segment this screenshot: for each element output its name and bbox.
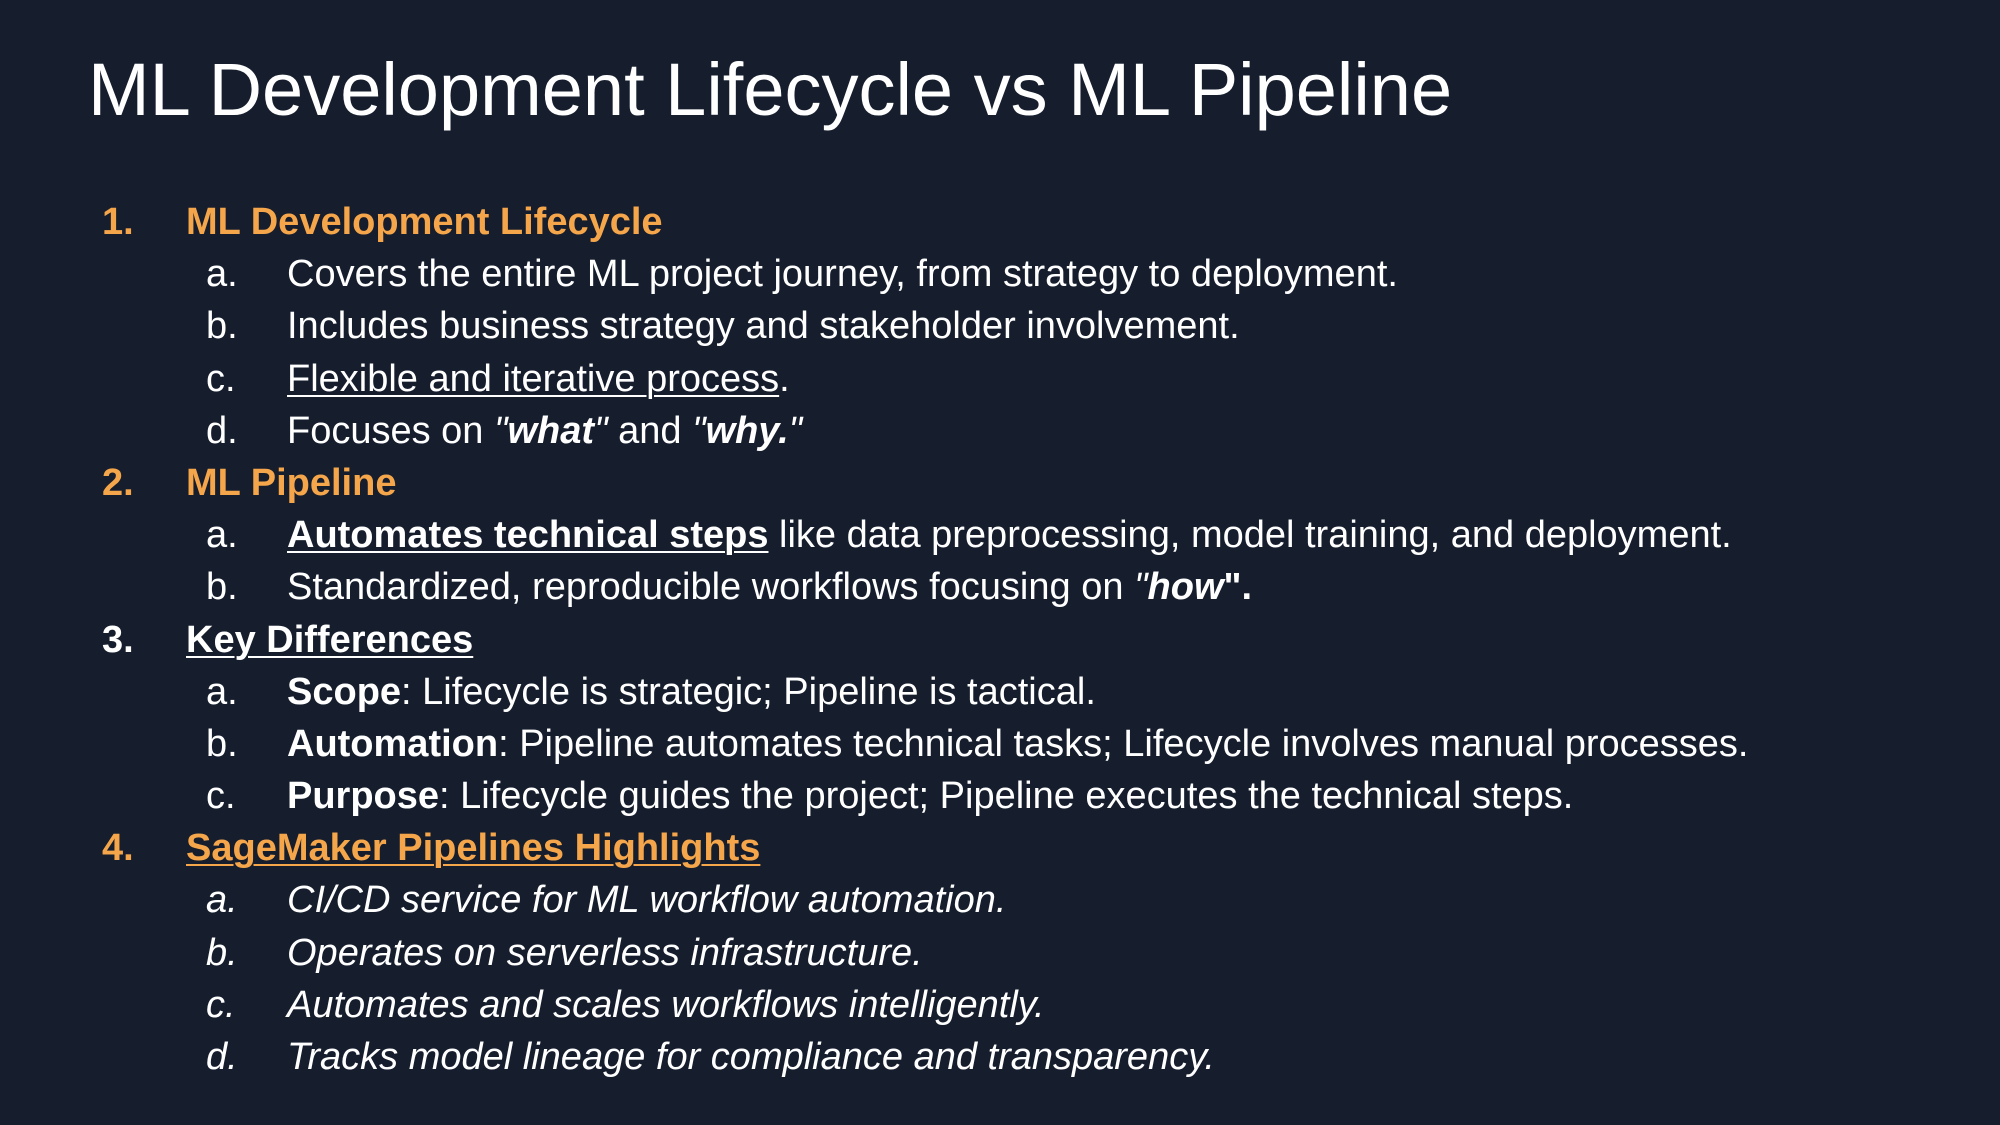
emphasis-how: how	[1147, 566, 1224, 609]
list-item: c. Automates and scales workflows intell…	[0, 979, 2000, 1031]
item-letter: b.	[206, 722, 238, 765]
definition: : Lifecycle is strategic; Pipeline is ta…	[401, 670, 1096, 713]
definition: : Pipeline automates technical tasks; Li…	[498, 722, 1749, 765]
term: Purpose	[287, 775, 440, 818]
section-1-header: 1. ML Development Lifecycle	[0, 196, 2000, 248]
list-item: c. Flexible and iterative process.	[0, 353, 2000, 405]
item-letter: c.	[206, 775, 236, 818]
quote-mark: "	[594, 409, 608, 452]
outline-list: 1. ML Development Lifecycle a. Covers th…	[0, 196, 2000, 1083]
list-item: b. Standardized, reproducible workflows …	[0, 561, 2000, 613]
item-text: Includes business strategy and stakehold…	[287, 305, 1240, 348]
item-letter: b.	[206, 931, 238, 974]
section-number: 2.	[102, 461, 134, 504]
item-letter: c.	[206, 357, 236, 400]
item-text: Standardized, reproducible workflows foc…	[287, 561, 1252, 613]
item-letter: b.	[206, 566, 238, 609]
item-text: Purpose: Lifecycle guides the project; P…	[287, 770, 1573, 822]
list-item: d. Focuses on "what" and "why."	[0, 405, 2000, 457]
section-heading: ML Development Lifecycle	[186, 201, 663, 243]
item-text-prefix: Standardized, reproducible workflows foc…	[287, 566, 1135, 609]
item-text-rest: like data preprocessing, model training,…	[768, 514, 1732, 557]
list-item: c. Purpose: Lifecycle guides the project…	[0, 770, 2000, 822]
item-letter: a.	[206, 670, 238, 713]
item-letter: a.	[206, 514, 238, 557]
section-heading: ML Pipeline	[186, 461, 397, 504]
section-number: 3.	[102, 618, 134, 661]
underlined-text: Flexible and iterative process	[287, 357, 780, 400]
item-letter: a.	[206, 253, 238, 296]
item-letter: b.	[206, 305, 238, 348]
section-4-header: 4. SageMaker Pipelines Highlights	[0, 822, 2000, 874]
emphasis-what: what	[507, 409, 595, 452]
section-heading: Key Differences	[186, 618, 474, 661]
item-text: Operates on serverless infrastructure.	[287, 931, 923, 974]
item-text: Tracks model lineage for compliance and …	[287, 1036, 1215, 1078]
list-item: b. Includes business strategy and stakeh…	[0, 300, 2000, 352]
list-item: a. CI/CD service for ML workflow automat…	[0, 874, 2000, 926]
definition: : Lifecycle guides the project; Pipeline…	[439, 775, 1574, 818]
emphasis-why: why.	[705, 409, 789, 452]
item-text: Flexible and iterative process.	[287, 353, 790, 405]
item-text: Automates and scales workflows intellige…	[287, 983, 1045, 1026]
section-2-header: 2. ML Pipeline	[0, 457, 2000, 509]
section-heading: SageMaker Pipelines Highlights	[186, 827, 761, 870]
section-number: 4.	[102, 827, 134, 870]
item-text: Focuses on "what" and "why."	[287, 405, 802, 457]
slide-title: ML Development Lifecycle vs ML Pipeline	[88, 48, 1453, 131]
item-text: CI/CD service for ML workflow automation…	[287, 879, 1007, 922]
item-text-prefix: Focuses on	[287, 409, 494, 452]
list-item: b. Automation: Pipeline automates techni…	[0, 718, 2000, 770]
list-item: a. Automates technical steps like data p…	[0, 509, 2000, 561]
item-letter: a.	[206, 879, 238, 922]
item-text: Scope: Lifecycle is strategic; Pipeline …	[287, 666, 1096, 718]
quote-mark: ".	[1223, 566, 1253, 609]
item-text: Automation: Pipeline automates technical…	[287, 718, 1748, 770]
item-text-middle: and	[607, 409, 693, 452]
list-item: b. Operates on serverless infrastructure…	[0, 927, 2000, 979]
item-text: Covers the entire ML project journey, fr…	[287, 253, 1398, 296]
item-text-end: .	[779, 357, 790, 400]
quote-mark: "	[494, 409, 508, 452]
term: Automation	[287, 722, 499, 765]
quote-mark: "	[692, 409, 706, 452]
item-letter: d.	[206, 1036, 238, 1078]
quote-mark: "	[1134, 566, 1148, 609]
list-item: a. Covers the entire ML project journey,…	[0, 248, 2000, 300]
section-3-header: 3. Key Differences	[0, 614, 2000, 666]
list-item: a. Scope: Lifecycle is strategic; Pipeli…	[0, 666, 2000, 718]
list-item: d. Tracks model lineage for compliance a…	[0, 1031, 2000, 1083]
term: Scope	[287, 670, 402, 713]
item-letter: d.	[206, 409, 238, 452]
item-text: Automates technical steps like data prep…	[287, 509, 1732, 561]
quote-mark: "	[788, 409, 803, 452]
item-letter: c.	[206, 983, 236, 1026]
bold-underlined-text: Automates technical steps	[287, 514, 769, 557]
section-number: 1.	[102, 201, 134, 243]
